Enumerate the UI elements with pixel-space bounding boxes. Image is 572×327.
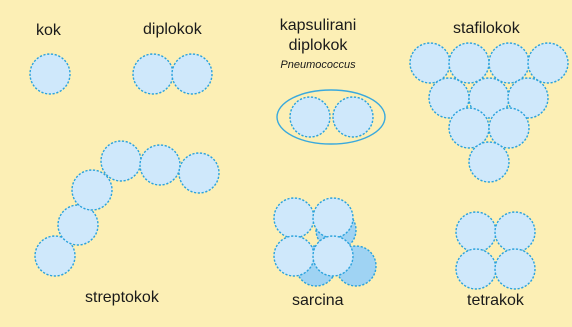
- streptokok-cell: [179, 153, 219, 193]
- sarcina-cell: [274, 236, 314, 276]
- stafilokok-cell: [449, 108, 489, 148]
- stafilokok-cell: [469, 142, 509, 182]
- label-stafilokok: stafilokok: [453, 20, 520, 38]
- kapsulirani-cell: [333, 97, 373, 137]
- stafilokok-cell: [489, 108, 529, 148]
- stafilokok-cell: [449, 43, 489, 83]
- stafilokok-cell: [528, 43, 568, 83]
- tetrakok-cell: [456, 249, 496, 289]
- sarcina-cell: [274, 198, 314, 238]
- tetrakok-cell: [495, 249, 535, 289]
- label-streptokok: streptokok: [85, 289, 159, 307]
- kapsulirani-cell: [290, 97, 330, 137]
- stafilokok-cell: [410, 43, 450, 83]
- kok-cell: [30, 54, 70, 94]
- label-tetrakok: tetrakok: [467, 292, 524, 310]
- sarcina-cell: [313, 198, 353, 238]
- streptokok-cell: [72, 170, 112, 210]
- label-diplokok: diplokok: [143, 21, 202, 39]
- diplokok-cell: [133, 54, 173, 94]
- label-kapsulirani: kapsulirani: [280, 17, 356, 35]
- streptokok-cell: [101, 141, 141, 181]
- streptokok-cell: [58, 205, 98, 245]
- diplokok-cell: [172, 54, 212, 94]
- tetrakok-cell: [456, 212, 496, 252]
- sarcina-cell: [313, 236, 353, 276]
- tetrakok-cell: [495, 212, 535, 252]
- label-kapsulirani-diplokok: diplokok: [289, 37, 348, 55]
- label-kok: kok: [36, 22, 61, 40]
- label-sarcina: sarcina: [292, 292, 344, 310]
- streptokok-cell: [140, 145, 180, 185]
- stafilokok-cell: [489, 43, 529, 83]
- label-pneumococcus: Pneumococcus: [280, 59, 355, 71]
